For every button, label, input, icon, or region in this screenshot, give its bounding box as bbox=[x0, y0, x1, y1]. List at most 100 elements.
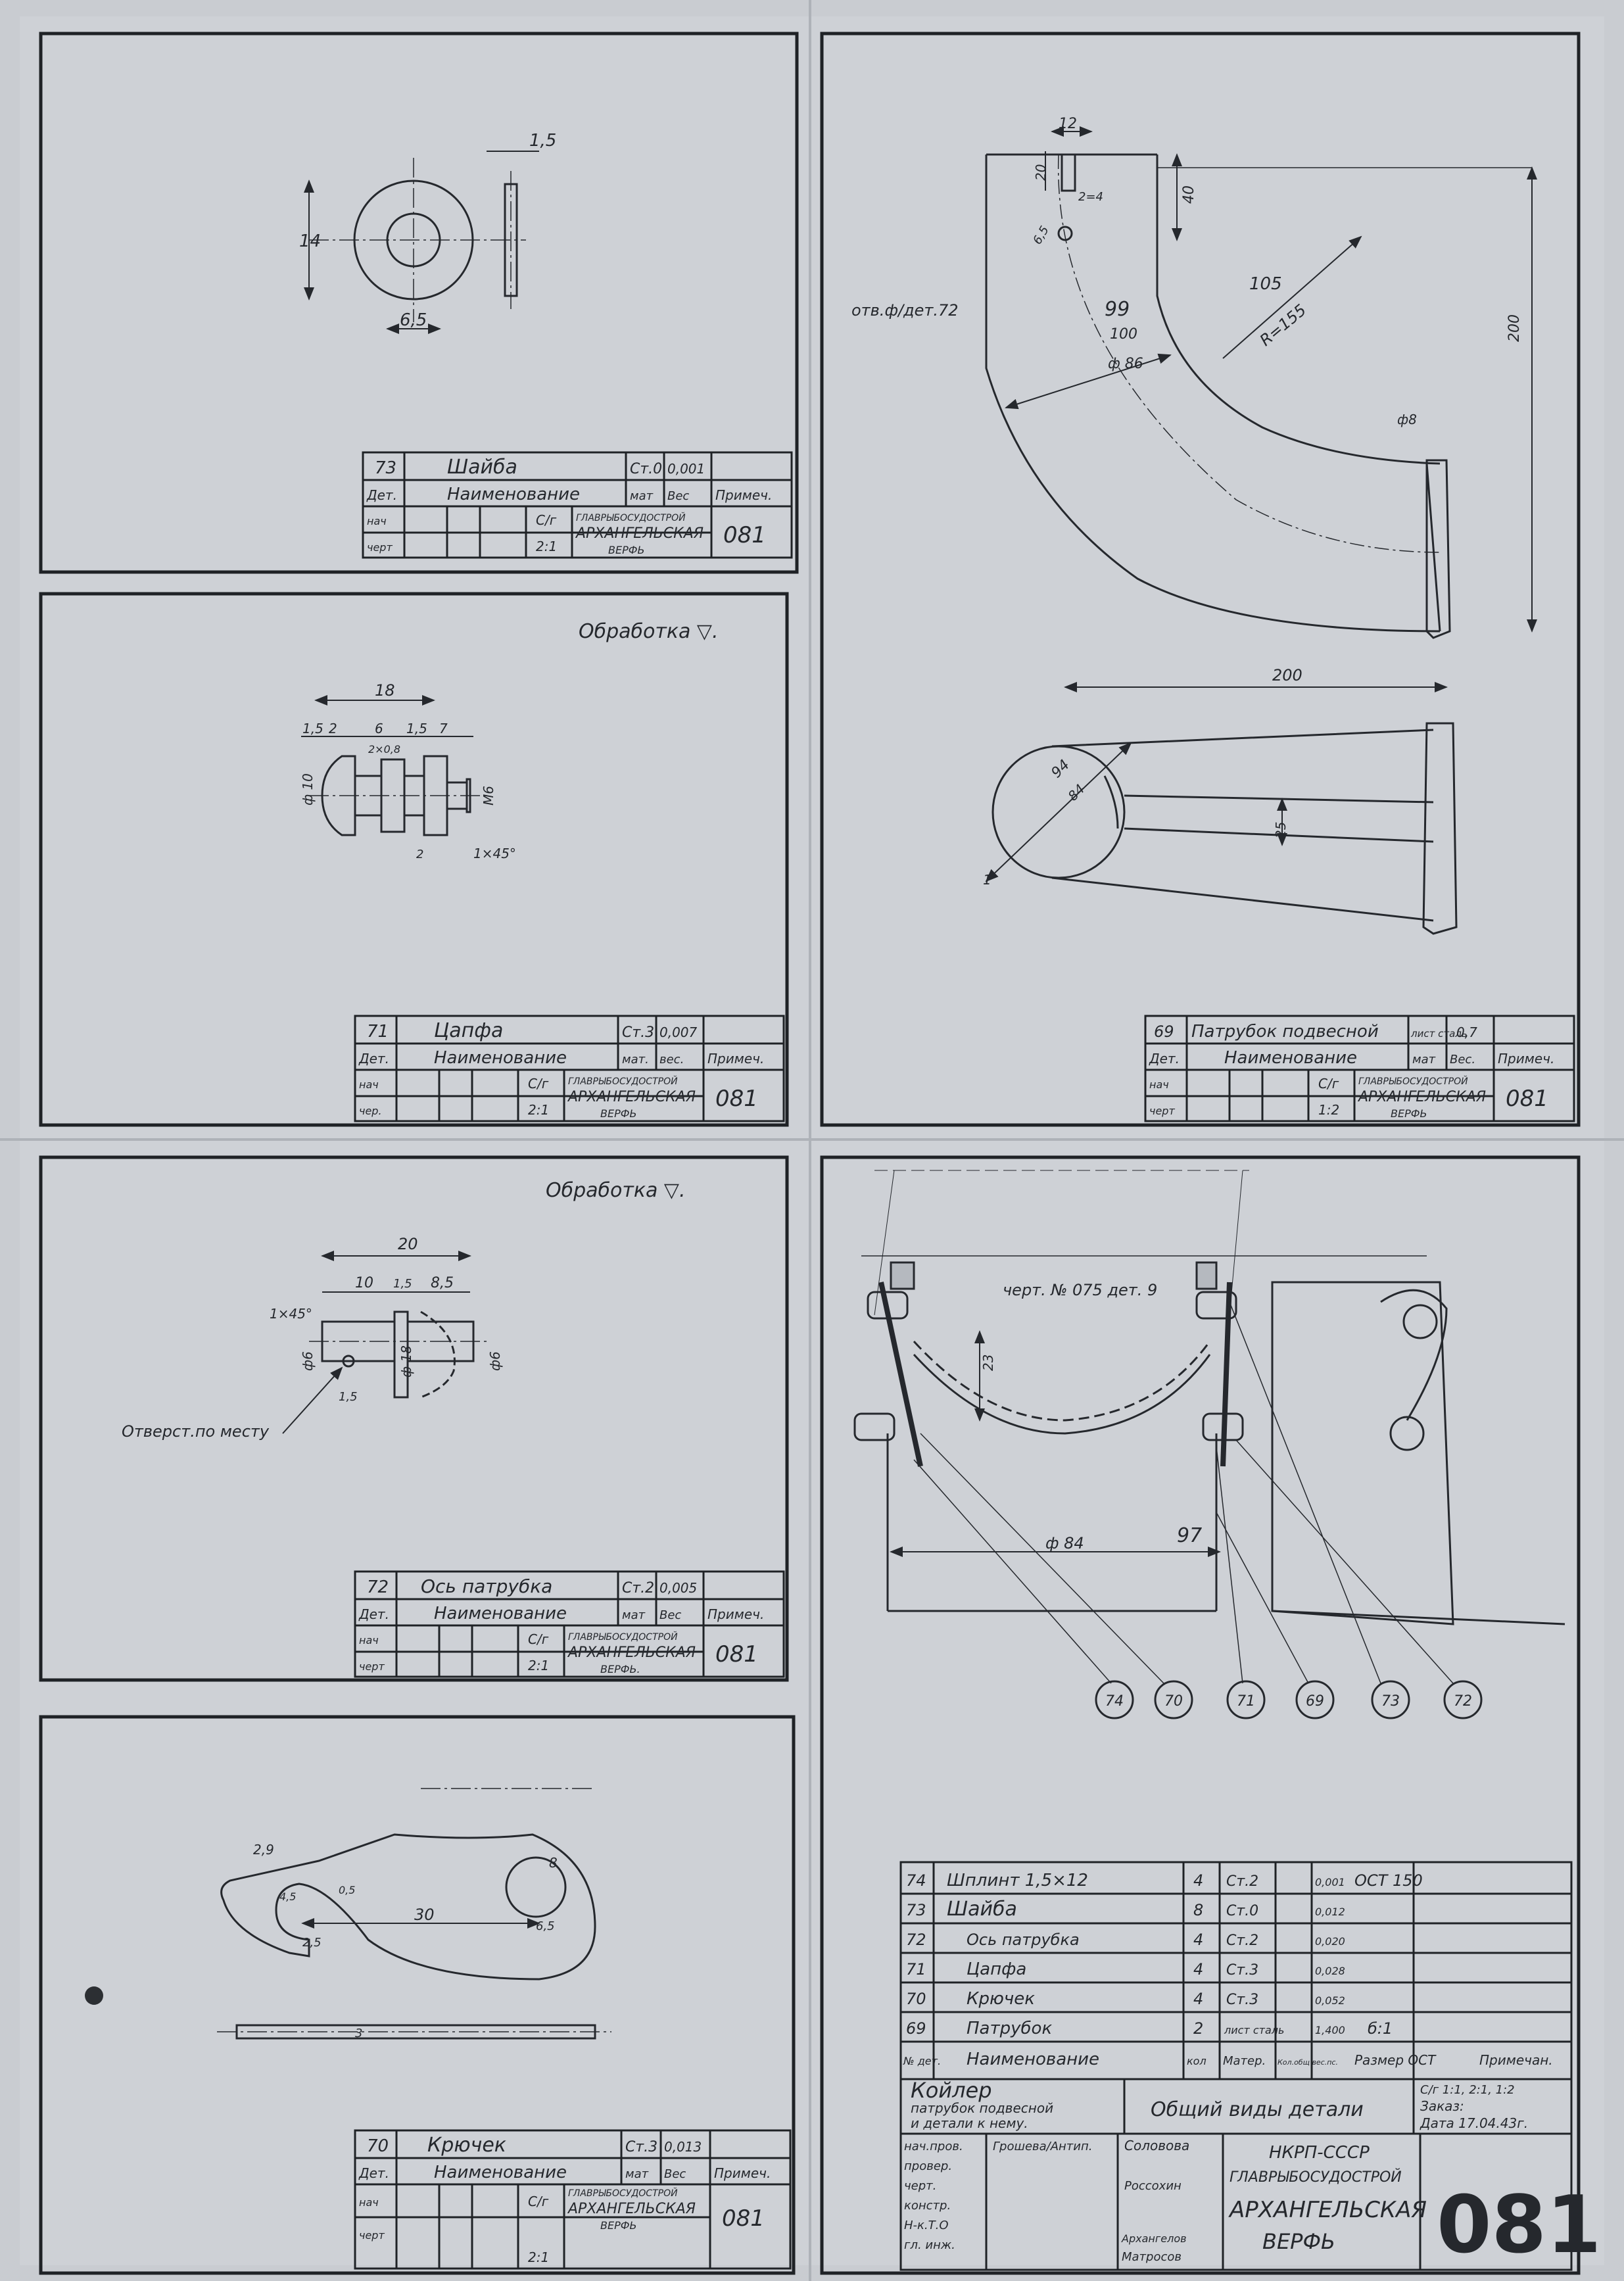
tb69-org2: АРХАНГЕЛЬСКАЯ bbox=[1357, 1089, 1486, 1105]
tb71-h-mat: мат. bbox=[622, 1053, 649, 1067]
tb70-sc-l: С/г bbox=[528, 2194, 549, 2209]
tb73-r2: черт bbox=[367, 541, 393, 554]
det71-dim-7: 7 bbox=[439, 721, 448, 736]
sign-role: констр. bbox=[904, 2199, 951, 2213]
sign-role: черт. bbox=[904, 2179, 936, 2193]
det70-dim-25: 2,5 bbox=[302, 1936, 322, 1950]
tb72-name: Ось патрубка bbox=[421, 1575, 552, 1597]
assembly-n97: 97 bbox=[1177, 1524, 1202, 1547]
det69-dim-r4: 2=4 bbox=[1078, 190, 1103, 204]
spec-row-qty: 4 bbox=[1193, 1960, 1203, 1979]
tb69-name: Патрубок подвесной bbox=[1191, 1022, 1379, 1042]
title-view: Общий виды детали bbox=[1151, 2098, 1364, 2121]
tb70-h-det: Дет. bbox=[358, 2165, 389, 2181]
det72-note: Обработка ▽. bbox=[546, 1179, 686, 1202]
tb72-org3: ВЕРФЬ. bbox=[600, 1663, 640, 1675]
det69-drawing bbox=[985, 126, 1537, 935]
tb73-no: 73 bbox=[375, 458, 396, 478]
tb70-mat: Ст.3 bbox=[625, 2139, 657, 2155]
tb73-wt: 0,001 bbox=[667, 461, 705, 477]
det72-dim-c1: 1×45° bbox=[270, 1306, 312, 1322]
tb71-name: Цапфа bbox=[434, 1019, 503, 1042]
det69-n100: 100 bbox=[1110, 326, 1137, 343]
det69-w200: 200 bbox=[1272, 666, 1302, 684]
det72-dim-dia6: ф6 bbox=[300, 1351, 316, 1371]
spec-row-wt: 0,052 bbox=[1315, 1994, 1345, 2007]
tb70-num: 081 bbox=[722, 2205, 765, 2232]
tb72-org1: ГЛАВРЫБОСУДОСТРОЙ bbox=[568, 1631, 678, 1643]
spec-row-wt: 0,028 bbox=[1315, 1965, 1345, 1977]
tb71-h-prim: Примеч. bbox=[707, 1051, 764, 1067]
tb73-mat: Ст.0 bbox=[630, 461, 662, 477]
det72-dim-20: 20 bbox=[398, 1235, 418, 1253]
tb70-org3: ВЕРФЬ bbox=[600, 2219, 636, 2232]
det70-dim-30: 30 bbox=[414, 1906, 435, 1924]
tb73-h-wt: Вес bbox=[667, 489, 689, 503]
balloon-74: 74 bbox=[1105, 1693, 1124, 1710]
spec-table: 74 Шплинт 1,5×12 4 Ст.2 0,001 ОСТ 150 73… bbox=[903, 1871, 1553, 2069]
det69-r105: 105 bbox=[1249, 274, 1282, 294]
title-org4: ВЕРФЬ bbox=[1262, 2229, 1335, 2254]
tb71-scale: 2:1 bbox=[528, 1102, 549, 1118]
title-org2: ГЛАВРЫБОСУДОСТРОЙ bbox=[1230, 2169, 1402, 2186]
spec-head-qty: кол bbox=[1187, 2055, 1206, 2067]
det69-dia8: ф8 bbox=[1397, 412, 1417, 427]
spec-row-name: Шайба bbox=[947, 1898, 1017, 1921]
frame-det71 bbox=[39, 592, 789, 1127]
balloon-72: 72 bbox=[1454, 1693, 1472, 1710]
assembly-dim-dia84: ф 84 bbox=[1045, 1534, 1084, 1552]
frame-det70 bbox=[39, 1715, 796, 2275]
det73-dim-t: 1,5 bbox=[529, 131, 556, 151]
tb72-r1: нач bbox=[359, 1634, 379, 1646]
tb72-wt: 0,005 bbox=[659, 1580, 697, 1596]
det69-title-lines bbox=[1144, 1015, 1575, 1122]
tb70-no: 70 bbox=[367, 2136, 389, 2156]
det71-dim-6: 6 bbox=[375, 721, 383, 736]
det71-dim-18: 18 bbox=[375, 681, 395, 700]
spec-head-mat: Матер. bbox=[1223, 2054, 1266, 2068]
det71-dim-15b: 1,5 bbox=[406, 721, 427, 736]
det70-dim-45: 4,5 bbox=[279, 1890, 296, 1903]
spec-row-mat: лист сталь bbox=[1224, 2024, 1284, 2036]
det72-dim-10: 10 bbox=[355, 1275, 373, 1291]
spec-row-qty: 4 bbox=[1193, 1990, 1203, 2008]
title-order: Заказ: bbox=[1420, 2098, 1464, 2114]
tb72-org2: АРХАНГЕЛЬСКАЯ bbox=[567, 1645, 696, 1661]
spec-head-name: Наименование bbox=[967, 2050, 1099, 2069]
tb70-h-prim: Примеч. bbox=[714, 2165, 771, 2181]
sign-role: провер. bbox=[904, 2159, 952, 2173]
tb70-org2: АРХАНГЕЛЬСКАЯ bbox=[567, 2201, 696, 2217]
assembly-ref: черт. № 075 дет. 9 bbox=[1003, 1281, 1157, 1299]
tb69-no: 69 bbox=[1154, 1022, 1174, 1041]
tb71-num: 081 bbox=[715, 1086, 758, 1112]
det71-dim-m6: М6 bbox=[481, 786, 496, 805]
tb73-scale: 2:1 bbox=[536, 539, 557, 554]
det71-title-block: 71 Цапфа Ст.3 0,007 Дет. Наименование ма… bbox=[358, 1019, 764, 1120]
title-sub1: патрубок подвесной bbox=[911, 2100, 1053, 2116]
det72-dim-dia6b: ф6 bbox=[487, 1351, 503, 1371]
title-sub2: и детали к нему. bbox=[911, 2115, 1028, 2131]
tb73-h-name: Наименование bbox=[447, 485, 580, 504]
det71-dim-2b: 2 bbox=[416, 848, 423, 861]
title-org1: НКРП-СССР bbox=[1269, 2143, 1370, 2163]
spec-head-dim: Размер ОСТ bbox=[1354, 2052, 1437, 2068]
spec-head-no: № дет. bbox=[903, 2055, 941, 2067]
spec-row-qty: 8 bbox=[1193, 1901, 1203, 1919]
det73-dim-h: 6,5 bbox=[400, 310, 427, 330]
sign-role: гл. инж. bbox=[904, 2238, 955, 2252]
spec-row-dim: ОСТ 150 bbox=[1354, 1871, 1423, 1890]
assembly-dim-23: 23 bbox=[980, 1355, 996, 1371]
frame-det73 bbox=[39, 32, 799, 574]
tb71-r1: нач bbox=[359, 1078, 379, 1091]
spec-row-qty: 4 bbox=[1193, 1931, 1203, 1949]
det69-h25: 25 bbox=[1273, 822, 1289, 838]
det73-drawing bbox=[304, 151, 539, 334]
spec-row-name: Цапфа bbox=[967, 1959, 1026, 1979]
tb73-h-mat: мат bbox=[630, 489, 654, 503]
spec-row-wt: 1,400 bbox=[1315, 2024, 1345, 2036]
det71-drawing bbox=[301, 695, 487, 836]
det69-dim-12: 12 bbox=[1059, 116, 1077, 132]
tb72-r2: черт bbox=[359, 1660, 385, 1673]
tb73-org1: ГЛАВРЫБОСУДОСТРОЙ bbox=[576, 512, 686, 523]
